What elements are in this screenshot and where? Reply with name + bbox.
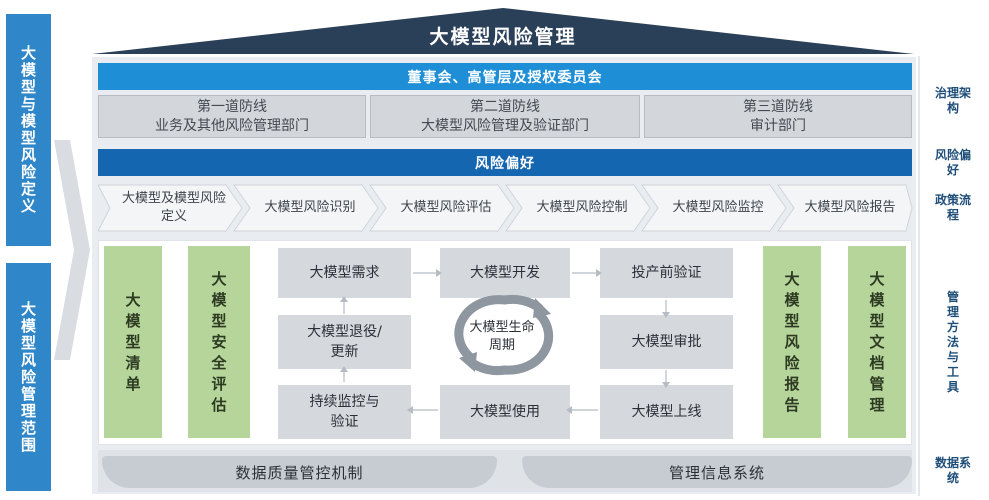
lifecycle-approve: 大模型审批 (600, 315, 733, 369)
left-bar-scope: 大模型风险管理范围 (6, 263, 51, 491)
cycle-arrows-icon (454, 294, 554, 376)
right-label-data: 数据系统 (934, 456, 971, 485)
risk-appetite-bar: 风险偏好 (98, 149, 912, 176)
tool-model-inventory: 大模型清单 (104, 246, 162, 438)
lifecycle-monitor: 持续监控与验证 (278, 385, 411, 439)
policy-step-3: 大模型风险评估 (400, 200, 492, 215)
right-separators (918, 56, 920, 496)
tool-security-assessment-text: 大模型安全评估 (211, 269, 227, 414)
right-label-methods: 管理方法与工具 (946, 289, 959, 394)
defense-line-3-name: 第三道防线 (743, 98, 813, 115)
left-bar-definition-text: 大模型与模型风险定义 (19, 45, 37, 215)
lifecycle-retire: 大模型退役/更新 (278, 315, 411, 369)
lifecycle-flow-arrows (340, 269, 670, 414)
defense-line-3-dept: 审计部门 (750, 117, 806, 134)
tool-risk-report-text: 大模型风险报告 (784, 269, 800, 414)
big-right-arrow-icon (54, 140, 90, 360)
policy-step-2: 大模型风险识别 (264, 200, 356, 215)
lifecycle-use: 大模型使用 (440, 385, 570, 439)
lifecycle-center-label: 大模型生命周期 (469, 320, 535, 353)
defense-line-2-name: 第二道防线 (470, 98, 540, 115)
tool-model-inventory-text: 大模型清单 (125, 290, 141, 393)
lifecycle-demand: 大模型需求 (278, 248, 411, 298)
tool-document-management-text: 大模型文档管理 (869, 269, 885, 414)
lifecycle-launch: 大模型上线 (600, 385, 733, 439)
defense-line-1-name: 第一道防线 (197, 98, 267, 115)
policy-step-5: 大模型风险监控 (672, 200, 764, 215)
defense-line-1-dept: 业务及其他风险管理部门 (155, 117, 309, 134)
right-label-governance: 治理架构 (934, 85, 971, 115)
policy-step-4: 大模型风险控制 (536, 200, 628, 215)
tool-security-assessment: 大模型安全评估 (188, 246, 250, 438)
right-label-policy: 政策流程 (934, 193, 971, 222)
data-quality-pill: 数据质量管控机制 (102, 456, 497, 488)
defense-line-3: 第三道防线 审计部门 (644, 95, 912, 138)
defense-line-2: 第二道防线 大模型风险管理及验证部门 (370, 95, 640, 138)
policy-step-6: 大模型风险报告 (804, 200, 896, 215)
defense-line-1: 第一道防线 业务及其他风险管理部门 (98, 95, 366, 138)
left-bar-scope-text: 大模型风险管理范围 (19, 300, 37, 454)
page-title: 大模型风险管理 (429, 25, 577, 48)
lifecycle-pre-validate: 投产前验证 (600, 248, 733, 298)
policy-step-1: 大模型及模型风险定义 (121, 191, 226, 224)
info-system-pill: 管理信息系统 (522, 456, 912, 488)
board-bar: 董事会、高管层及授权委员会 (98, 63, 912, 90)
policy-chevrons (98, 184, 913, 232)
defense-line-2-dept: 大模型风险管理及验证部门 (421, 117, 589, 134)
left-bar-definition: 大模型与模型风险定义 (6, 14, 51, 246)
tool-document-management: 大模型文档管理 (848, 246, 906, 438)
roof-shape (92, 8, 914, 54)
lifecycle-develop: 大模型开发 (440, 248, 570, 298)
tool-risk-report: 大模型风险报告 (763, 246, 821, 438)
right-label-appetite: 风险偏好 (934, 148, 971, 177)
